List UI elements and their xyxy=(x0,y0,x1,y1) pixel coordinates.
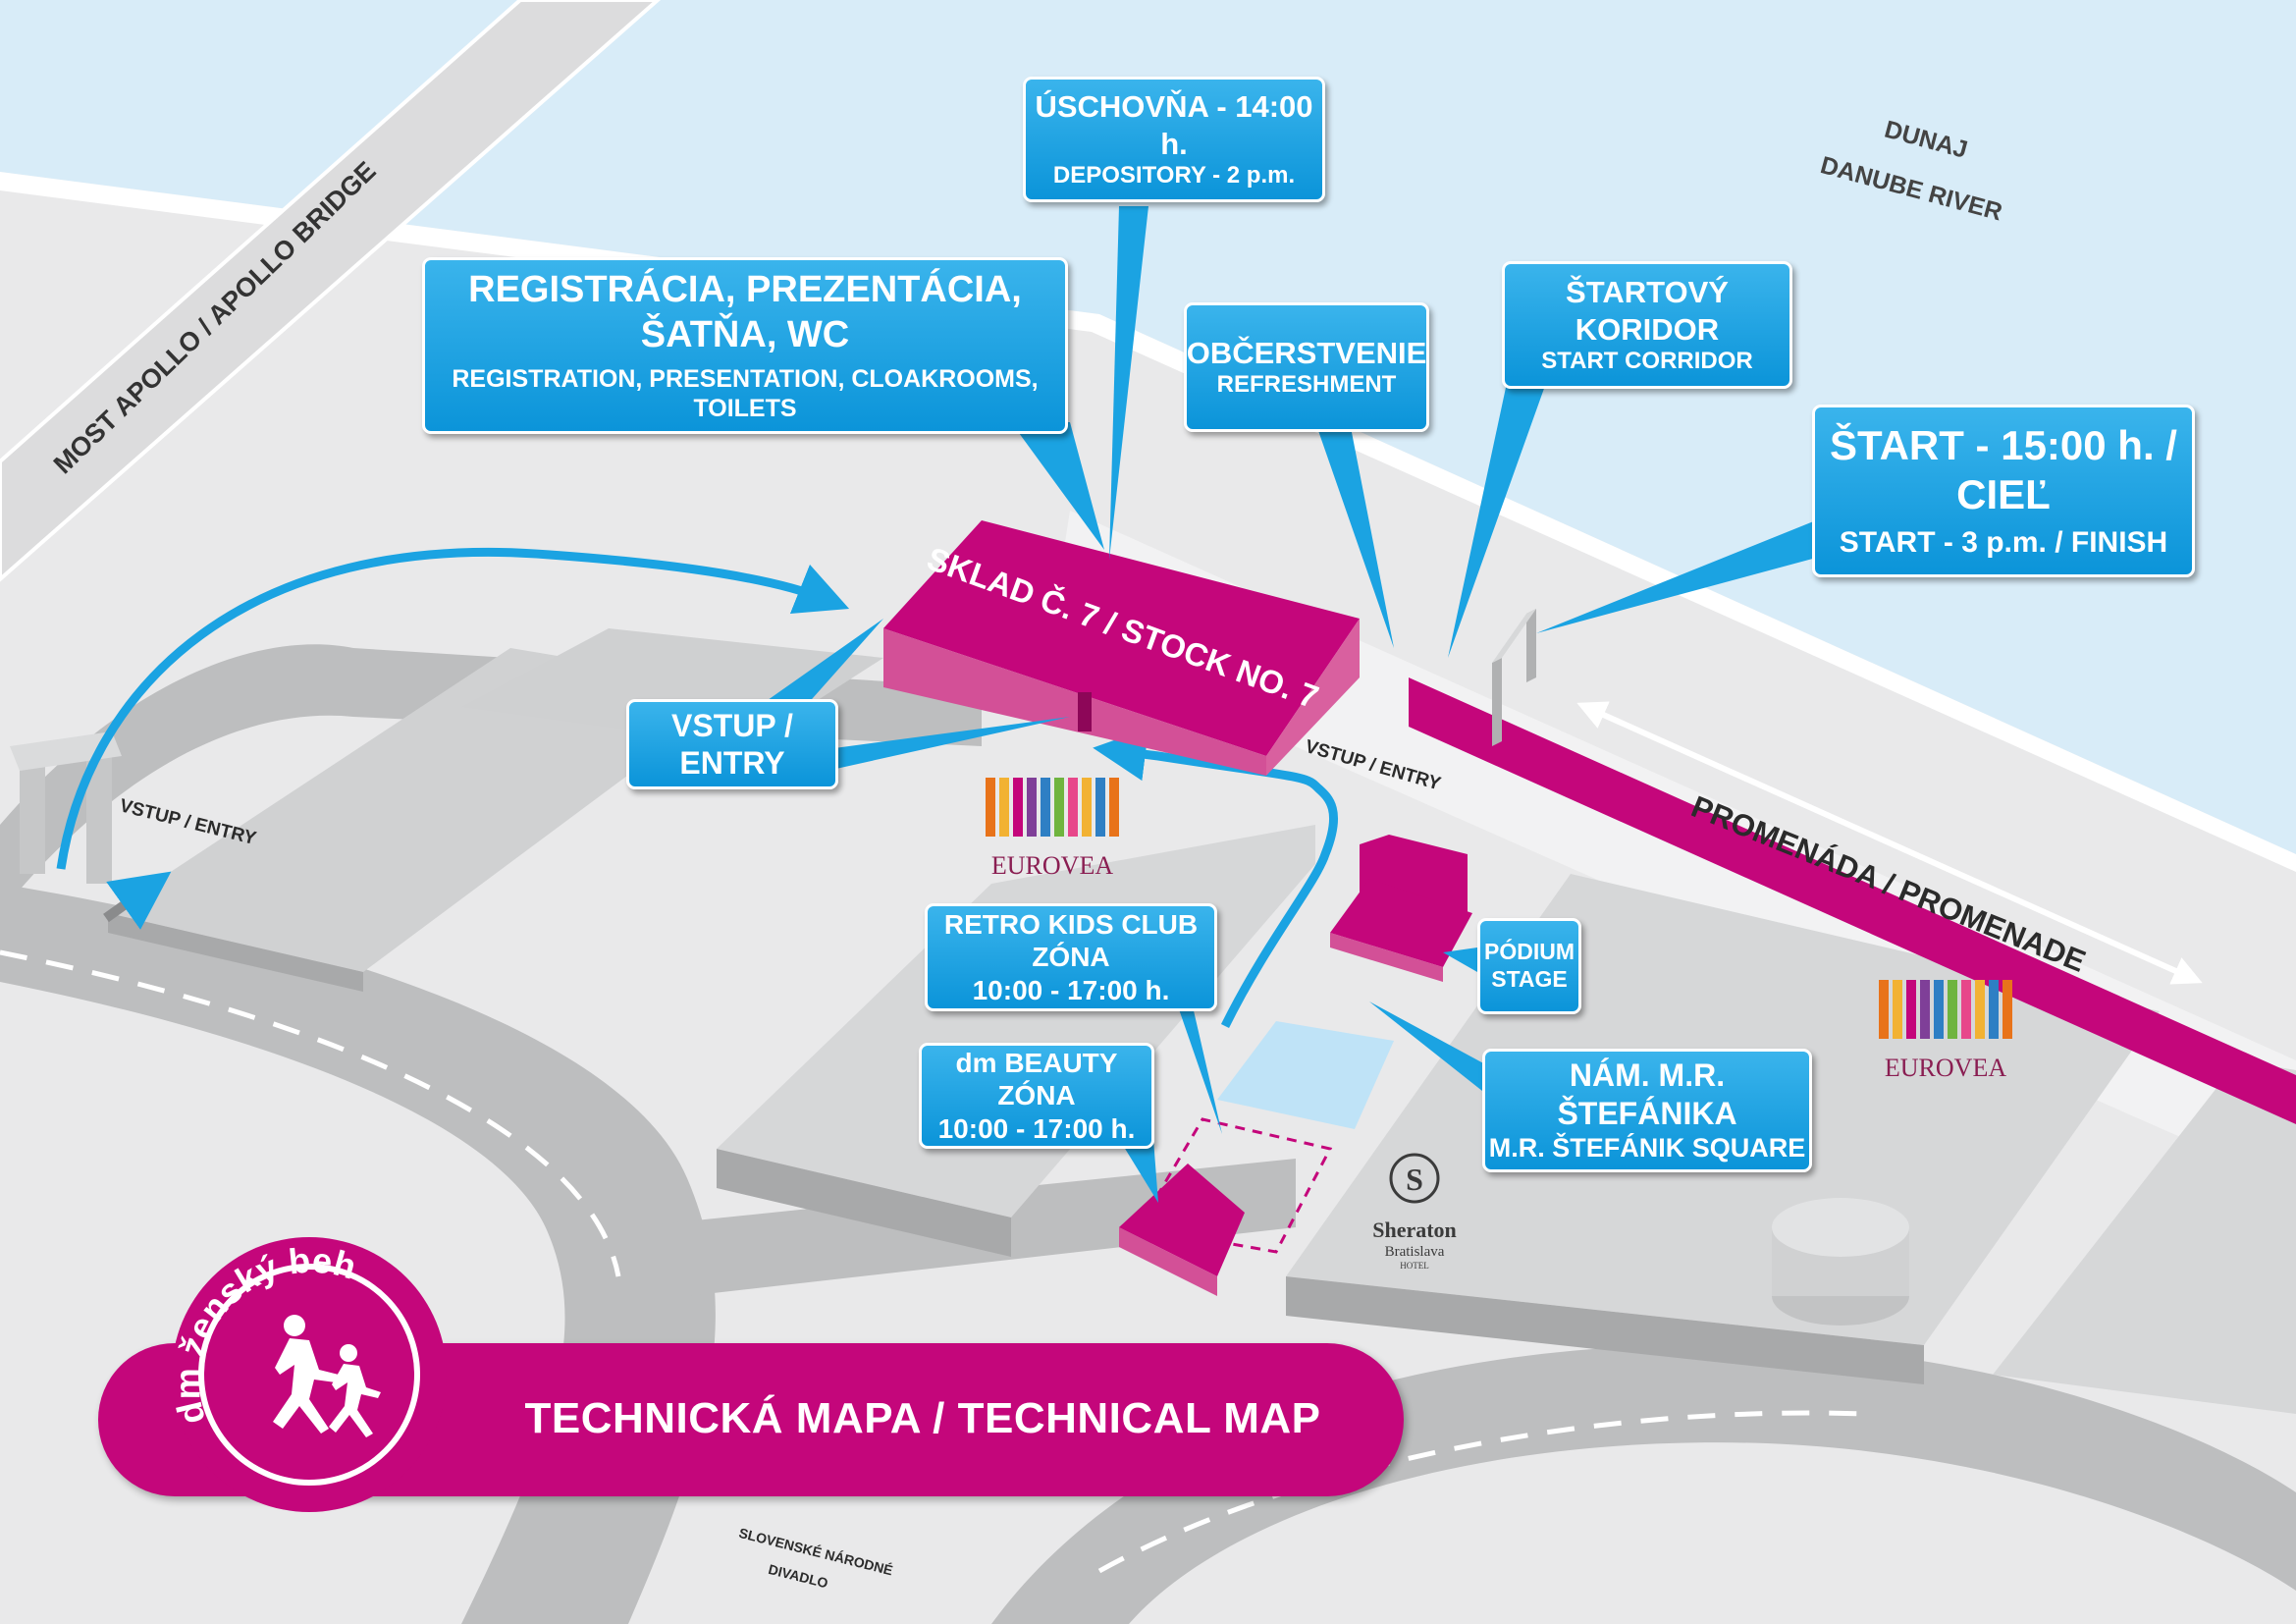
entry-gate xyxy=(10,731,122,884)
eurovea-logo-left xyxy=(986,778,1119,837)
eurovea-logo-right xyxy=(1879,980,2012,1039)
refreshment-line2: REFRESHMENT xyxy=(1216,371,1397,399)
registration-line1: REGISTRÁCIA, PREZENTÁCIA, ŠATŇA, WC xyxy=(468,269,1022,355)
road-dashes xyxy=(0,949,1866,1574)
callout-refreshment: OBČERSTVENIE REFRESHMENT xyxy=(1184,302,1429,432)
stage-structure xyxy=(1330,835,1472,982)
depository-line2: DEPOSITORY - 2 p.m. xyxy=(1052,161,1296,189)
stage-line1: PÓDIUM xyxy=(1484,939,1575,965)
callout-start-finish: ŠTART - 15:00 h. / CIEĽ START - 3 p.m. /… xyxy=(1812,405,2195,577)
square-line1: NÁM. M.R. ŠTEFÁNIKA xyxy=(1557,1057,1737,1131)
road-left-loop xyxy=(0,884,716,1624)
sheraton-name: Sheraton xyxy=(1372,1218,1457,1242)
eurovea-label-left: EUROVEA xyxy=(991,851,1113,880)
depository-line1: ÚSCHOVŇA - 14:00 h. xyxy=(1035,89,1313,161)
route-arrow-square xyxy=(1093,728,1339,1028)
kids-zone-line1: RETRO KIDS CLUB ZÓNA xyxy=(943,908,1199,973)
danube-river xyxy=(0,0,2296,854)
eurovea-label-right: EUROVEA xyxy=(1885,1054,2006,1082)
callout-square: NÁM. M.R. ŠTEFÁNIKA M.R. ŠTEFÁNIK SQUARE xyxy=(1482,1049,1812,1172)
stock-building xyxy=(883,520,1360,776)
sheraton-logo: S xyxy=(1389,1153,1440,1204)
callout-stage: PÓDIUM STAGE xyxy=(1477,918,1581,1014)
callout-beauty-zone: dm BEAUTY ZÓNA 10:00 - 17:00 h. xyxy=(919,1043,1154,1149)
callout-depository: ÚSCHOVŇA - 14:00 h. DEPOSITORY - 2 p.m. xyxy=(1023,77,1325,202)
callout-kids-zone: RETRO KIDS CLUB ZÓNA 10:00 - 17:00 h. xyxy=(925,903,1217,1011)
sheraton-city: Bratislava xyxy=(1385,1244,1445,1260)
beauty-zone-line2: 10:00 - 17:00 h. xyxy=(937,1112,1136,1144)
map-title: TECHNICKÁ MAPA / TECHNICAL MAP xyxy=(524,1394,1321,1442)
callout-pointers xyxy=(751,206,1845,1203)
corridor-direction-arrows xyxy=(1576,701,2203,985)
beauty-zone-area xyxy=(1136,1117,1333,1254)
kids-zone-area xyxy=(1217,1021,1394,1129)
stock-door xyxy=(1078,692,1092,731)
sheraton-sub: HOTEL xyxy=(1400,1261,1429,1271)
start-gate xyxy=(1492,609,1536,746)
callout-entry: VSTUP / ENTRY xyxy=(626,699,838,789)
beauty-tent xyxy=(1119,1164,1245,1296)
start-corridor-line1: ŠTARTOVÝ KORIDOR xyxy=(1566,275,1729,347)
route-arrow-bridge xyxy=(56,547,850,870)
svg-text:S: S xyxy=(1406,1162,1423,1197)
beauty-zone-line1: dm BEAUTY ZÓNA xyxy=(955,1047,1118,1111)
stage-line2: STAGE xyxy=(1491,966,1568,992)
kids-zone-line2: 10:00 - 17:00 h. xyxy=(972,974,1170,1005)
apollo-bridge xyxy=(0,0,662,582)
registration-line2: REGISTRATION, PRESENTATION, CLOAKROOMS, … xyxy=(452,364,1039,422)
start-corridor-line2: START CORRIDOR xyxy=(1541,347,1753,374)
runner-icon xyxy=(273,1315,381,1437)
callout-start-corridor: ŠTARTOVÝ KORIDOR START CORRIDOR xyxy=(1502,261,1792,389)
refreshment-line1: OBČERSTVENIE xyxy=(1186,336,1427,370)
start-finish-line2: START - 3 p.m. / FINISH xyxy=(1839,526,2168,560)
dm-zensky-beh-logo: dm ženský beh xyxy=(167,1237,447,1512)
entry-line1: VSTUP / ENTRY xyxy=(671,707,793,781)
callout-registration: REGISTRÁCIA, PREZENTÁCIA, ŠATŇA, WC REGI… xyxy=(422,257,1068,434)
start-finish-line1: ŠTART - 15:00 h. / CIEĽ xyxy=(1830,421,2177,517)
entry-arrow-icon xyxy=(103,871,172,930)
square-line2: M.R. ŠTEFÁNIK SQUARE xyxy=(1488,1133,1806,1164)
